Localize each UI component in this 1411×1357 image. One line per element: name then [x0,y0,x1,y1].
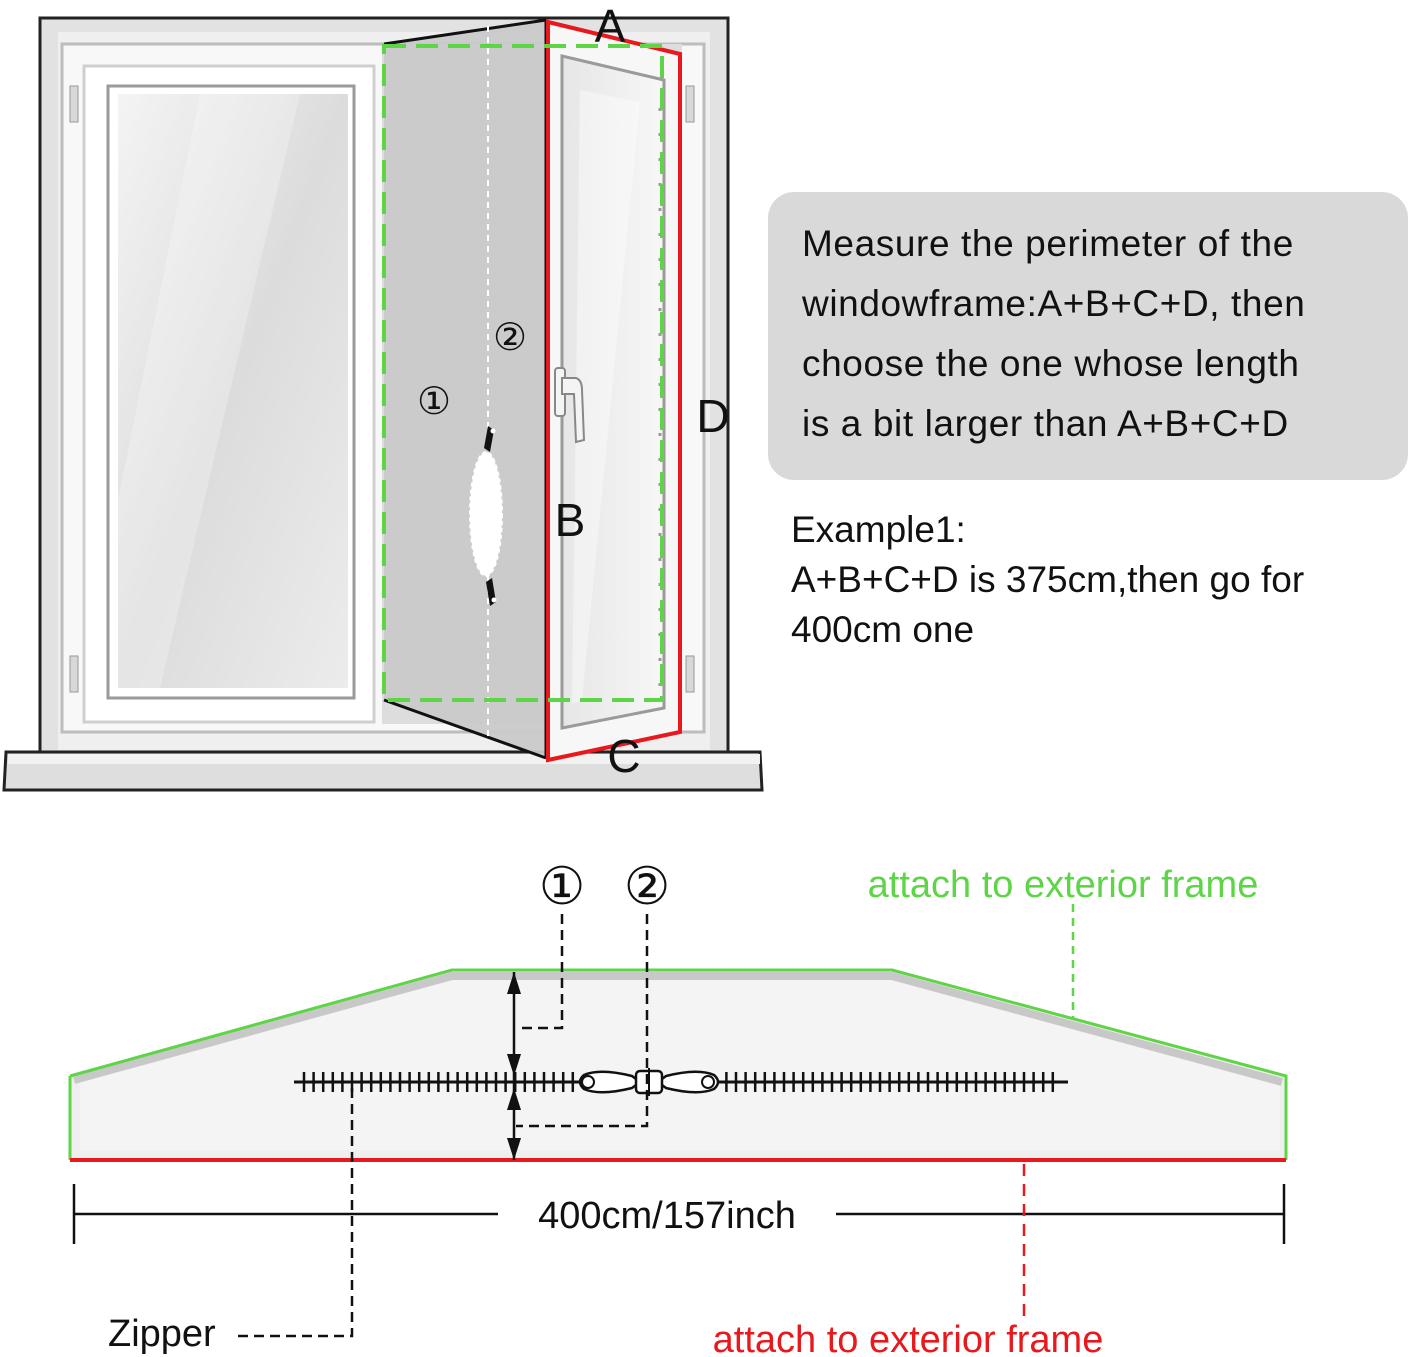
label-c: C [607,730,640,782]
label-b: B [555,494,586,546]
height-arrows [507,972,521,1160]
instruction-box: Measure the perimeter of the windowframe… [768,192,1408,480]
label-a: A [595,0,626,52]
hinge-icon [69,655,79,693]
strip-marker-2: ② [624,858,671,916]
marker-1-leader [516,914,564,1030]
marker-1: ① [417,381,451,423]
label-d: D [696,390,729,442]
sash-outline-red [546,19,682,763]
length-label: 400cm/157inch [538,1195,796,1237]
window-illustration: A B C D ① ② [2,0,764,792]
hinge-icon [685,85,695,123]
instruction-line: windowframe:A+B+C+D, then [802,283,1306,324]
zipper-label: Zipper [108,1313,216,1355]
hose-opening [469,451,503,577]
hinge-icon [69,85,79,123]
bottom-attach-label: attach to exterior frame [713,1319,1104,1357]
example-line: 400cm one [791,609,975,650]
top-attach-label: attach to exterior frame [868,864,1259,906]
seal-strip-illustration: ① ② attach to exterior frame 400cm/157in… [68,858,1288,1357]
marker-2: ② [493,317,527,359]
hinge-icon [685,655,695,693]
example-title: Example1: [791,509,966,550]
instruction-line: Measure the perimeter of the [802,223,1294,264]
length-dimension [72,1184,1286,1244]
left-glass [118,94,348,688]
seal-panel [384,20,546,758]
zipper-leader [232,1088,354,1338]
instruction-line: is a bit larger than A+B+C+D [802,403,1289,444]
perimeter-dashed-green [382,44,664,702]
zipper-slider-icon [578,1068,720,1096]
example-line: A+B+C+D is 375cm,then go for [791,559,1305,600]
strip-marker-1: ① [539,858,586,916]
seal-edge-green [69,968,1288,1160]
zipper-teeth [302,1072,1055,1092]
marker-2-leader [516,914,649,1128]
example-block: Example1: A+B+C+D is 375cm,then go for 4… [791,505,1401,655]
window-handle-icon [554,367,586,444]
instruction-line: choose the one whose length [802,343,1300,384]
